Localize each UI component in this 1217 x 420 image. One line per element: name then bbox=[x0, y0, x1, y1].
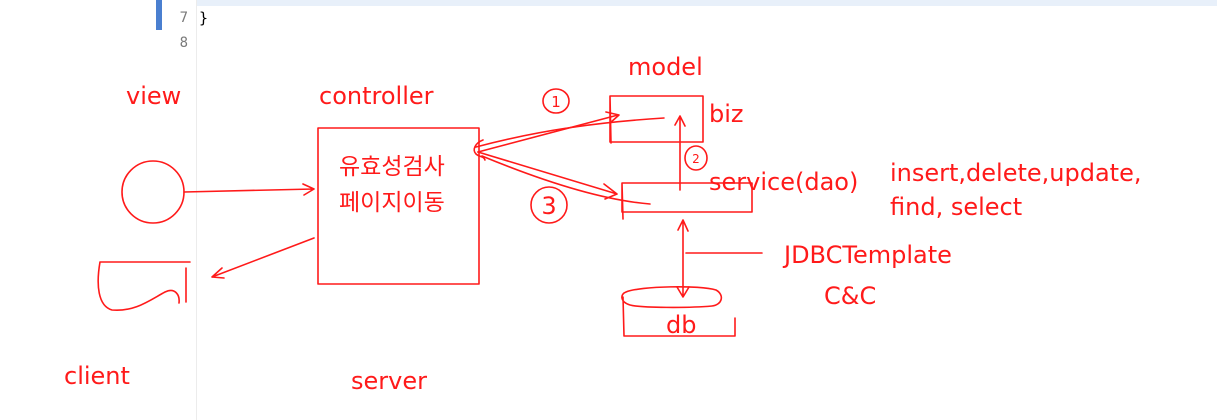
db-label: db bbox=[666, 311, 696, 339]
view-circle bbox=[121, 160, 185, 224]
controller-arrow-hook bbox=[473, 139, 486, 161]
biz-box bbox=[609, 95, 704, 144]
jdbc-template-label: JDBCTemplate bbox=[782, 241, 952, 269]
operations-label-2: find, select bbox=[890, 193, 1022, 221]
client-label: client bbox=[64, 362, 130, 390]
arrow-view-to-controller bbox=[183, 183, 315, 196]
controller-label: controller bbox=[319, 82, 434, 110]
editor-top-strip bbox=[196, 0, 1217, 6]
controller-text-navigation: 페이지이동 bbox=[339, 190, 445, 216]
service-label: service(dao) bbox=[709, 168, 858, 196]
line-number-7: 7 bbox=[179, 10, 188, 26]
line-number-8: 8 bbox=[179, 35, 188, 51]
arrow-controller-to-biz bbox=[477, 111, 620, 153]
controller-text-validation: 유효성검사 bbox=[339, 154, 445, 180]
arrow-service-db bbox=[676, 219, 690, 298]
db-cylinder bbox=[621, 286, 736, 337]
view-label: view bbox=[126, 82, 181, 110]
model-label: model bbox=[628, 53, 703, 81]
editor-left-marker bbox=[156, 0, 162, 30]
code-line: } bbox=[199, 9, 209, 27]
step-1-label: 1 bbox=[551, 93, 561, 111]
step-1-circle bbox=[542, 88, 570, 114]
operations-label-1: insert,delete,update, bbox=[890, 159, 1141, 187]
client-shape bbox=[97, 261, 191, 311]
arrow-biz-return bbox=[475, 117, 665, 148]
biz-label: biz bbox=[709, 100, 744, 128]
cc-label: C&C bbox=[824, 282, 876, 310]
step-2-circle bbox=[684, 145, 708, 171]
controller-box bbox=[317, 127, 480, 285]
arrow-biz-service bbox=[674, 115, 686, 191]
arrow-service-return bbox=[481, 155, 651, 205]
server-label: server bbox=[351, 367, 427, 395]
gutter-divider bbox=[196, 0, 197, 420]
step-2-label: 2 bbox=[692, 152, 700, 166]
arrow-controller-to-client bbox=[211, 237, 315, 279]
step-3-label: 3 bbox=[541, 192, 556, 220]
step-3-circle bbox=[530, 186, 568, 224]
